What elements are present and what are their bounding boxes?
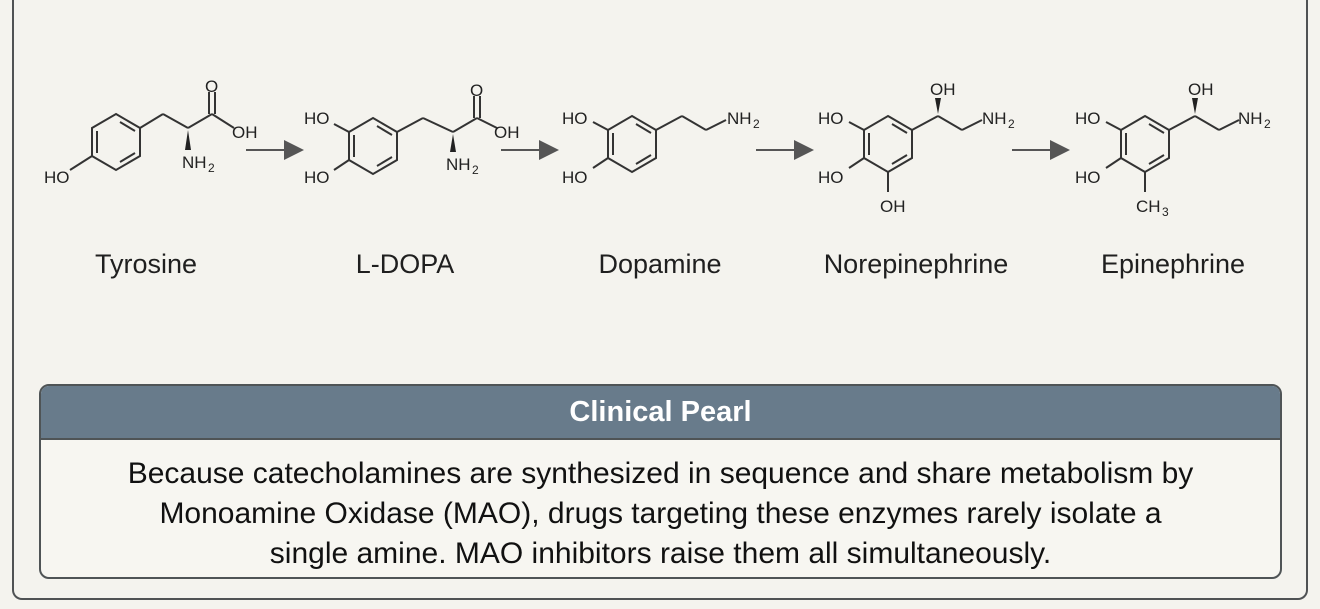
- clinical-pearl-title: Clinical Pearl: [41, 386, 1280, 440]
- molecule-name-dopamine: Dopamine: [598, 249, 722, 279]
- tyrosine-nh-subscript: 2: [208, 161, 215, 175]
- tyrosine-o-label: O: [205, 77, 218, 96]
- tyrosine-nh-label: NH: [182, 153, 207, 172]
- ldopa-ho-top-label: HO: [304, 109, 330, 128]
- dopamine-nh-subscript: 2: [753, 117, 760, 131]
- ldopa-o-label: O: [470, 81, 483, 100]
- norepinephrine-ho-bottom-label: HO: [818, 168, 844, 187]
- dopamine-ho-bottom-label: HO: [562, 168, 588, 187]
- epinephrine-ch-label: CH: [1136, 197, 1161, 216]
- ldopa-nh-subscript: 2: [472, 163, 479, 177]
- molecule-name-l-dopa: L-DOPA: [355, 249, 455, 279]
- pathway-structures: HO O OH NH 2 HO HO O OH NH 2 HO HO NH 2 …: [44, 77, 1271, 219]
- outer-frame: [12, 0, 1308, 600]
- norepinephrine-oh-bottom-label: OH: [880, 197, 906, 216]
- epinephrine-ho-bottom-label: HO: [1075, 168, 1101, 187]
- l-dopa-structure: [333, 96, 498, 176]
- dopamine-structure: [592, 114, 727, 174]
- pearl-line-1: Because catecholamines are synthesized i…: [127, 457, 1194, 490]
- norepinephrine-nh-label: NH: [982, 109, 1007, 128]
- epinephrine-ho-top-label: HO: [1075, 109, 1101, 128]
- epinephrine-ch-subscript: 3: [1162, 205, 1169, 219]
- norepinephrine-structure: [848, 98, 983, 192]
- clinical-pearl-box: Clinical Pearl Because catecholamines ar…: [39, 384, 1282, 579]
- norepinephrine-nh-subscript: 2: [1008, 117, 1015, 131]
- pearl-line-2: Monoamine Oxidase (MAO), drugs targeting…: [159, 497, 1162, 530]
- molecule-name-tyrosine: Tyrosine: [94, 249, 198, 279]
- catecholamine-pathway-diagram: HO O OH NH 2 HO HO O OH NH 2 HO HO NH 2 …: [0, 0, 1320, 300]
- norepinephrine-oh-top-label: OH: [930, 80, 956, 99]
- epinephrine-nh-label: NH: [1238, 109, 1263, 128]
- epinephrine-structure: [1105, 98, 1240, 192]
- atom-labels: HO O OH NH 2 HO HO O OH NH 2 HO HO NH 2 …: [44, 77, 1271, 219]
- pearl-line-3: single amine. MAO inhibitors raise them …: [269, 537, 1052, 570]
- dopamine-ho-top-label: HO: [562, 109, 588, 128]
- ldopa-ho-bottom-label: HO: [304, 168, 330, 187]
- ldopa-oh-label: OH: [494, 123, 520, 142]
- tyrosine-oh-label: OH: [232, 123, 258, 142]
- ldopa-nh-label: NH: [446, 155, 471, 174]
- molecule-name-epinephrine: Epinephrine: [1100, 249, 1246, 279]
- epinephrine-nh-subscript: 2: [1264, 117, 1271, 131]
- norepinephrine-ho-top-label: HO: [818, 109, 844, 128]
- dopamine-nh-label: NH: [727, 109, 752, 128]
- clinical-pearl-text: Because catecholamines are synthesized i…: [41, 440, 1280, 574]
- tyrosine-ho-label: HO: [44, 168, 70, 187]
- epinephrine-oh-label: OH: [1188, 80, 1214, 99]
- molecule-name-norepinephrine: Norepinephrine: [823, 249, 1009, 279]
- tyrosine-structure: [69, 92, 235, 172]
